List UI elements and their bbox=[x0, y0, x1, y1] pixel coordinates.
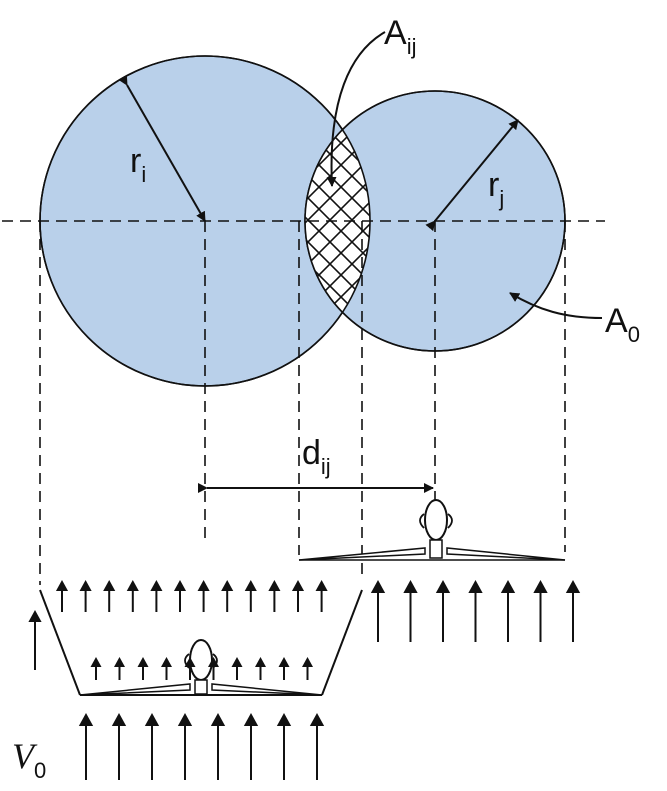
wind-arrowhead bbox=[244, 580, 257, 591]
wind-arrowhead bbox=[315, 580, 328, 591]
wind-arrowhead bbox=[150, 580, 163, 591]
wind-arrowhead bbox=[210, 713, 226, 726]
wind-arrowhead bbox=[276, 713, 292, 726]
label-a-ij: Aij bbox=[384, 14, 416, 59]
wind-arrowhead bbox=[208, 657, 219, 667]
wind-arrowhead bbox=[197, 580, 210, 591]
wind-arrowhead bbox=[533, 580, 548, 593]
wind-arrowhead bbox=[278, 657, 290, 667]
wind-arrowhead bbox=[243, 713, 259, 726]
wind-arrowhead bbox=[403, 580, 418, 593]
wind-arrowhead bbox=[565, 580, 581, 593]
wake-boundary-i bbox=[39, 589, 363, 696]
wake-velocity-arrows-i bbox=[55, 580, 328, 612]
wind-arrowhead bbox=[302, 657, 313, 667]
wind-arrowhead bbox=[79, 580, 92, 591]
wind-arrowhead bbox=[231, 657, 243, 667]
projection-lines bbox=[39, 221, 566, 585]
wind-arrowhead bbox=[161, 657, 172, 667]
wind-arrowhead bbox=[144, 713, 160, 726]
side-velocity-arrow bbox=[28, 610, 42, 670]
wind-arrowhead bbox=[137, 657, 149, 667]
wind-arrowhead bbox=[55, 580, 69, 591]
wind-arrowhead bbox=[500, 580, 516, 593]
a0-pointer bbox=[509, 292, 603, 319]
radius-j-arrow bbox=[425, 119, 519, 232]
wind-arrowhead bbox=[90, 657, 102, 667]
wind-arrowhead bbox=[309, 713, 325, 726]
wind-arrowhead bbox=[468, 580, 483, 593]
wind-arrowhead bbox=[126, 580, 139, 591]
label-d-ij: dij bbox=[302, 434, 331, 479]
wind-arrowhead bbox=[177, 713, 193, 726]
wind-arrowhead bbox=[291, 580, 305, 591]
radius-i-arrow bbox=[118, 74, 206, 222]
wind-arrowhead bbox=[111, 713, 127, 726]
wind-arrowhead bbox=[173, 580, 187, 591]
label-a-0: A0 bbox=[605, 302, 640, 347]
wind-arrowhead bbox=[255, 657, 266, 667]
freestream-arrows-j bbox=[370, 580, 581, 642]
label-r-i: ri bbox=[130, 142, 146, 187]
wind-arrowhead bbox=[114, 657, 125, 667]
wind-arrowhead bbox=[268, 580, 281, 591]
aij-pointer bbox=[326, 31, 386, 187]
freestream-arrows-bottom bbox=[78, 713, 325, 780]
wind-arrowhead bbox=[184, 657, 196, 667]
wind-arrowhead bbox=[221, 580, 234, 591]
wind-arrowhead bbox=[370, 580, 386, 593]
label-r-j: rj bbox=[488, 166, 504, 211]
wind-arrowhead bbox=[103, 580, 116, 591]
wind-arrowhead bbox=[28, 610, 42, 622]
turbine-i-icon bbox=[79, 639, 323, 696]
label-v-0: V0 bbox=[12, 736, 46, 783]
wind-arrowhead bbox=[435, 580, 451, 593]
turbine-j-icon bbox=[298, 499, 566, 561]
wind-arrowhead bbox=[78, 713, 94, 726]
inner-velocity-arrows bbox=[90, 657, 313, 680]
